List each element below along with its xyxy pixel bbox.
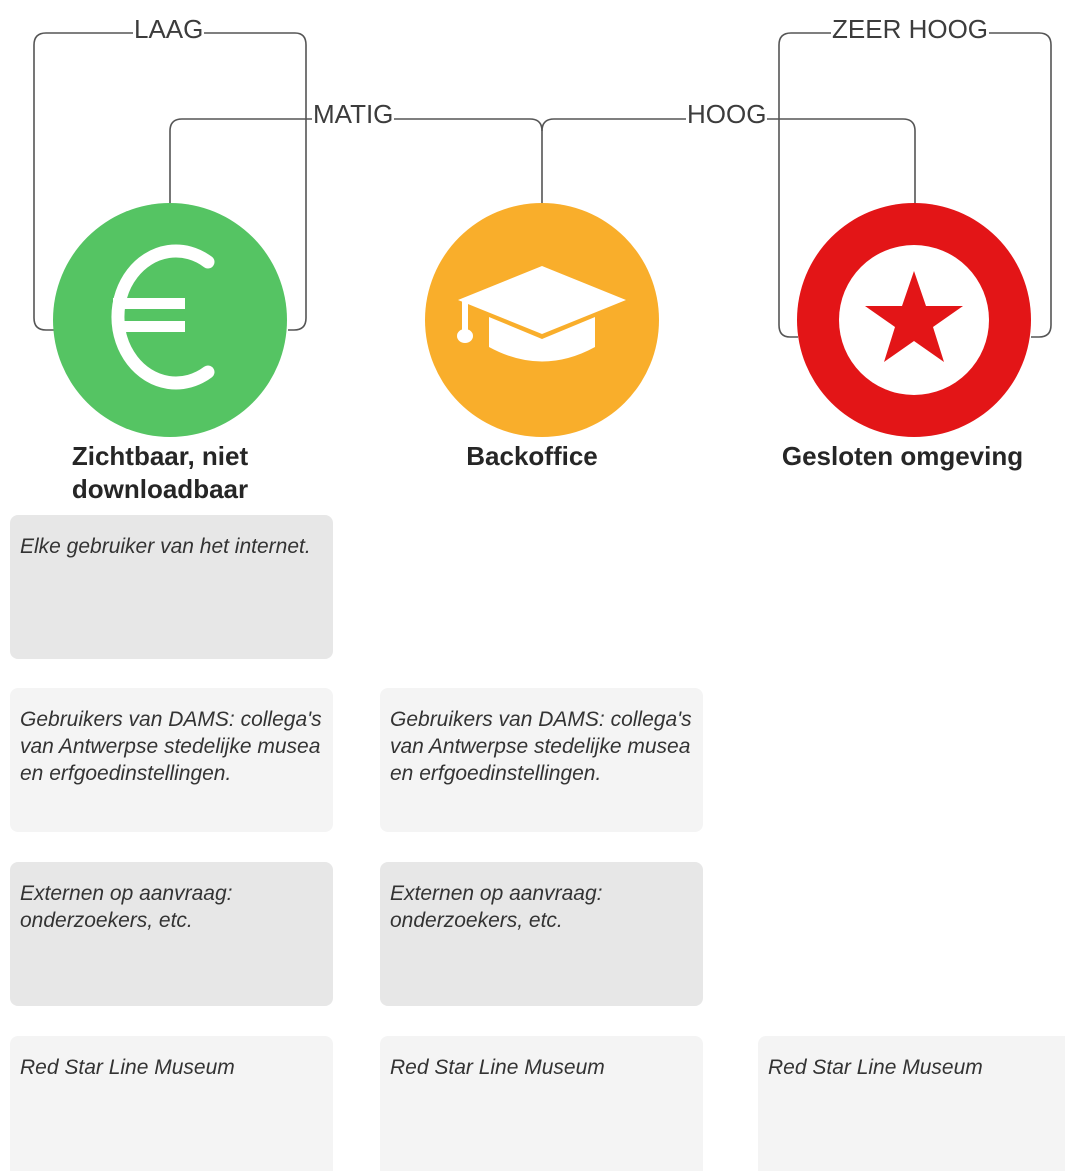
access-card: Elke gebruiker van het internet. xyxy=(10,515,333,659)
access-card: Externen op aanvraag: onderzoekers, etc. xyxy=(10,862,333,1006)
category-title-backoffice: Backoffice xyxy=(466,441,598,471)
access-card-text: Gebruikers van DAMS: collega's van Antwe… xyxy=(20,708,322,785)
access-card: Gebruikers van DAMS: collega's van Antwe… xyxy=(380,688,703,832)
graduation-cap-icon xyxy=(457,266,626,362)
level-label-matig: MATIG xyxy=(312,99,395,129)
access-card-text: Red Star Line Museum xyxy=(20,1056,235,1079)
access-card-text: Externen op aanvraag: onderzoekers, etc. xyxy=(390,882,603,932)
category-icon-euro xyxy=(53,203,287,437)
level-label-zeer-hoog: ZEER HOOG xyxy=(831,14,990,44)
access-card-text: Elke gebruiker van het internet. xyxy=(20,535,311,558)
access-card: Red Star Line Museum xyxy=(380,1036,703,1171)
connector-hoog xyxy=(541,118,916,204)
category-title-zichtbaar: Zichtbaar, niet downloadbaar xyxy=(71,441,249,504)
category-title-gesloten: Gesloten omgeving xyxy=(781,441,1024,471)
level-label-laag: LAAG xyxy=(133,14,205,44)
access-card: Red Star Line Museum xyxy=(10,1036,333,1171)
star-icon xyxy=(865,271,963,362)
access-card: Externen op aanvraag: onderzoekers, etc. xyxy=(380,862,703,1006)
category-icon-gesloten xyxy=(797,203,1031,437)
access-card-text: Gebruikers van DAMS: collega's van Antwe… xyxy=(390,708,692,785)
euro-icon xyxy=(111,244,215,390)
connector-laag xyxy=(33,32,307,331)
access-card-text: Red Star Line Museum xyxy=(390,1056,605,1079)
level-label-hoog: HOOG xyxy=(686,99,768,129)
connector-matig xyxy=(169,118,543,204)
access-card-text: Red Star Line Museum xyxy=(768,1056,983,1079)
access-card-text: Externen op aanvraag: onderzoekers, etc. xyxy=(20,882,233,932)
category-icon-backoffice xyxy=(425,203,659,437)
access-card: Gebruikers van DAMS: collega's van Antwe… xyxy=(10,688,333,832)
access-card: Red Star Line Museum xyxy=(758,1036,1065,1171)
